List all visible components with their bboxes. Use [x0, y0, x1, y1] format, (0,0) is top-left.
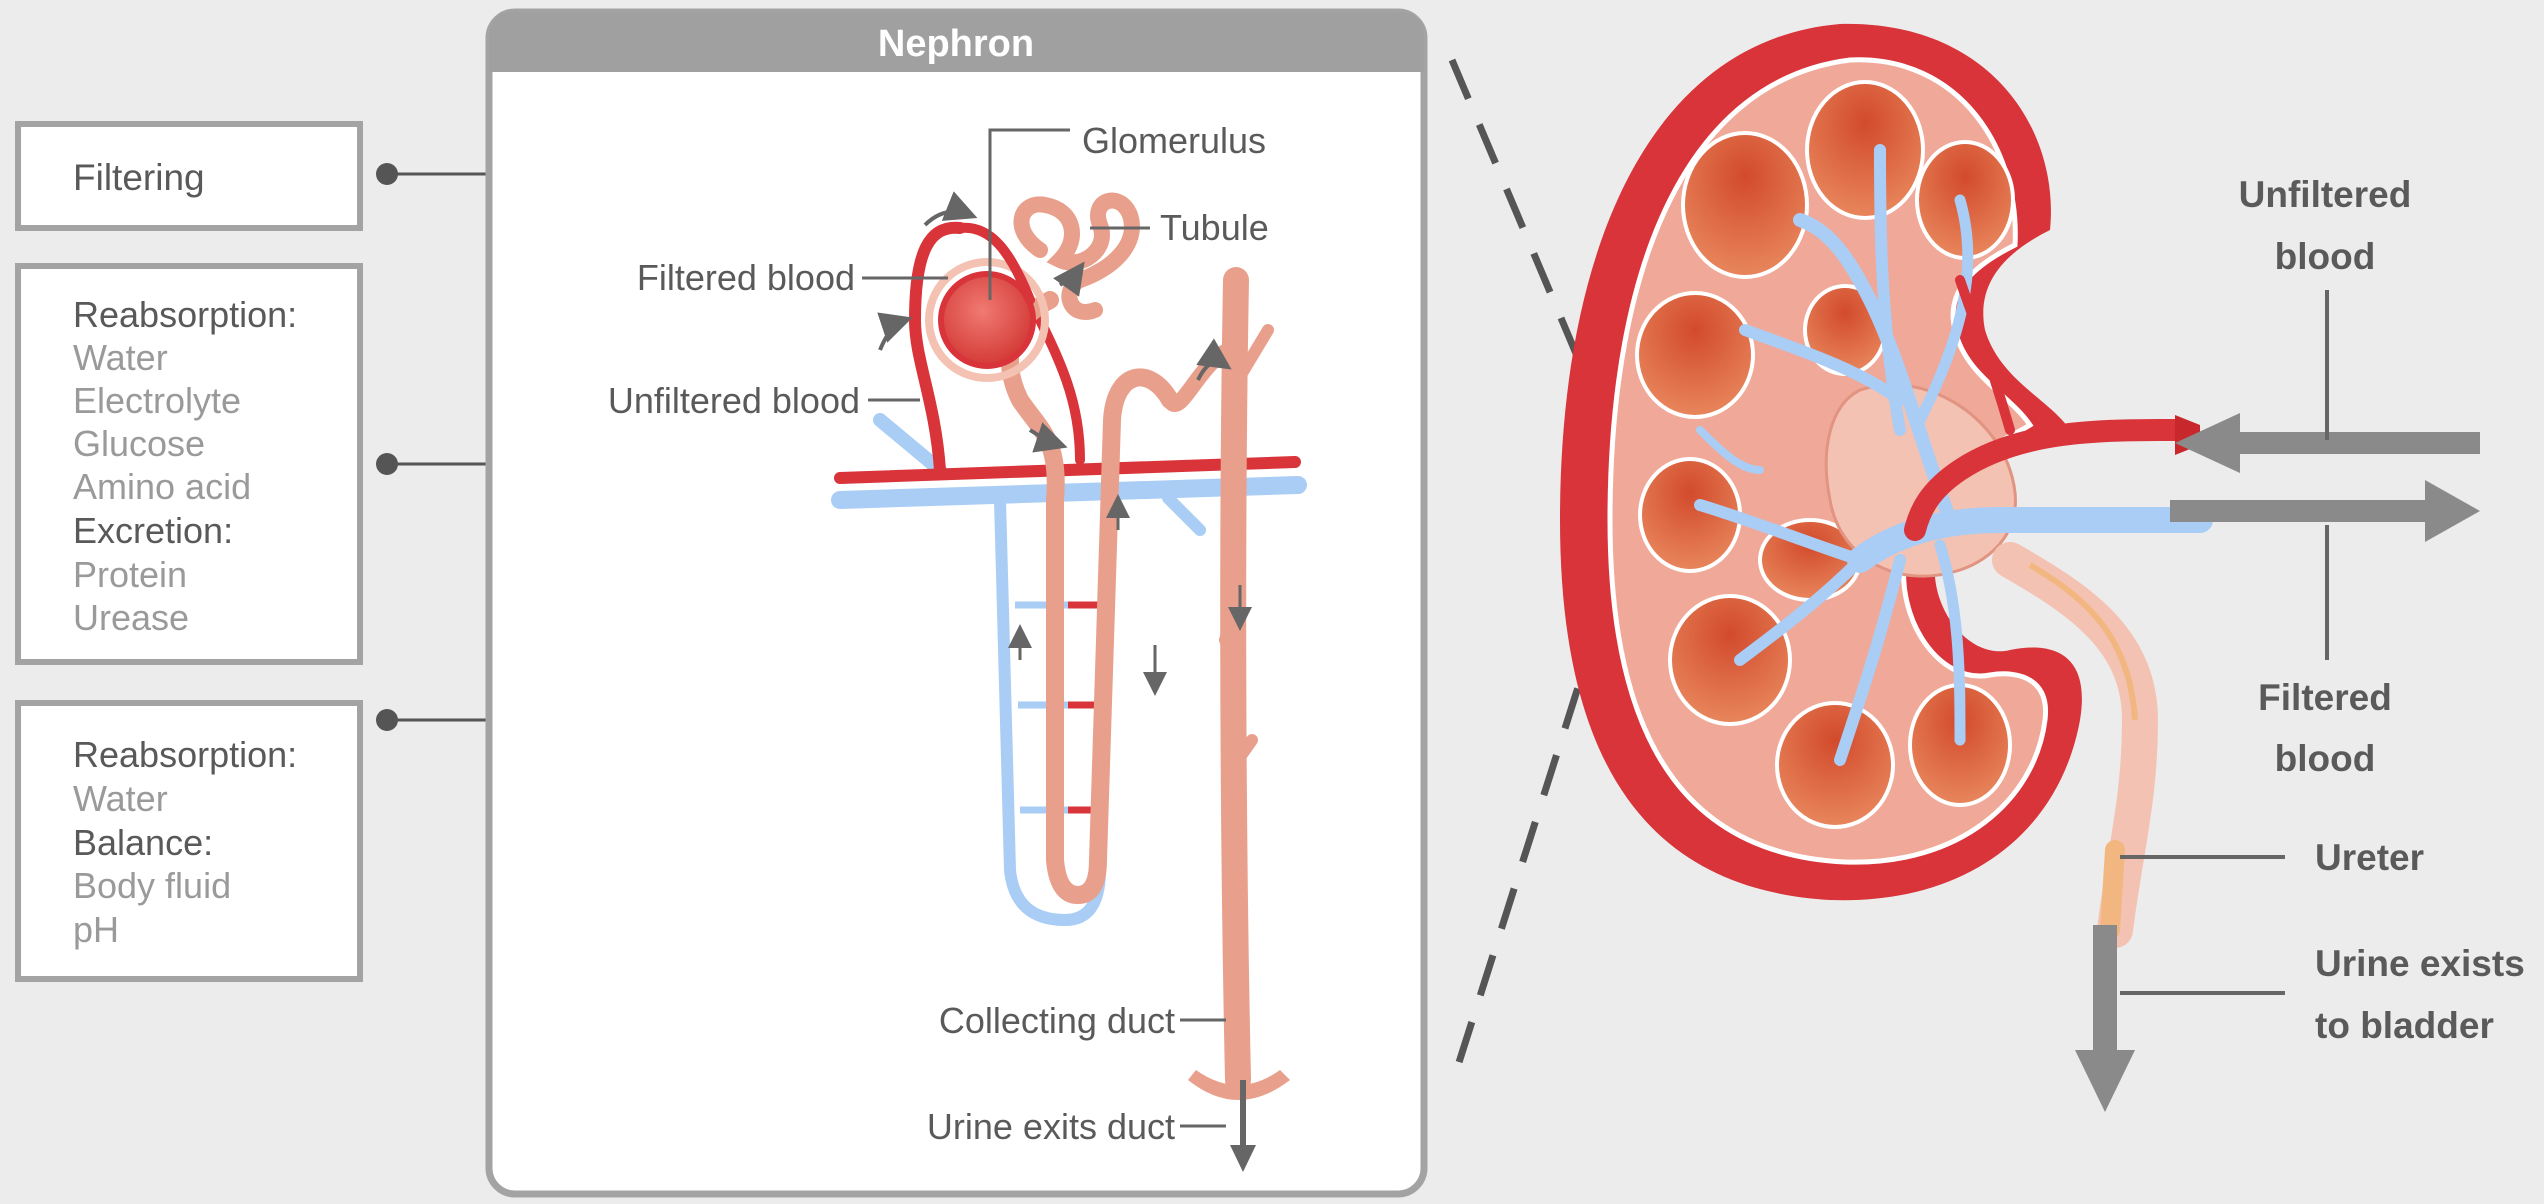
function-box-reabsorption-excretion: Reabsorption: Water Electrolyte Glucose …: [18, 266, 360, 662]
nephron-title: Nephron: [878, 23, 1034, 65]
box2-item-glucose: Glucose: [73, 423, 205, 464]
urine-to-bladder-arrow: [2075, 1050, 2135, 1112]
box2-item-amino-acid: Amino acid: [73, 466, 251, 507]
glomerulus-label: Glomerulus: [1082, 120, 1266, 161]
tubule-label: Tubule: [1160, 207, 1269, 248]
box2-item-water: Water: [73, 337, 168, 378]
box3-item-body-fluid: Body fluid: [73, 865, 231, 906]
balance-heading: Balance:: [73, 822, 213, 863]
kidney-filtered-label-2: blood: [2275, 738, 2376, 779]
kidney-filtered-label-1: Filtered: [2258, 677, 2392, 718]
urine-exists-label-2: to bladder: [2315, 1005, 2494, 1046]
ureter-label: Ureter: [2315, 837, 2424, 878]
filtered-blood-label: Filtered blood: [637, 257, 855, 298]
urine-exists-label-1: Urine exists: [2315, 943, 2525, 984]
reabsorption-heading-2: Reabsorption:: [73, 734, 297, 775]
reabsorption-heading: Reabsorption:: [73, 294, 297, 335]
kidney-unfiltered-label-1: Unfiltered: [2239, 174, 2412, 215]
kidney-unfiltered-label-2: blood: [2275, 236, 2376, 277]
box3-item-ph: pH: [73, 909, 119, 950]
box2-item-electrolyte: Electrolyte: [73, 380, 241, 421]
function-box-filtering: Filtering: [18, 124, 360, 228]
excretion-heading: Excretion:: [73, 510, 233, 551]
filtering-label: Filtering: [73, 157, 205, 198]
kidney-illustration: [1560, 24, 2200, 930]
box2-item-protein: Protein: [73, 554, 187, 595]
kidney-leader-lines: [2120, 290, 2327, 993]
urine-exits-duct-label: Urine exits duct: [927, 1106, 1175, 1147]
collecting-duct-label: Collecting duct: [939, 1000, 1175, 1041]
unfiltered-blood-label: Unfiltered blood: [608, 380, 860, 421]
box3-item-water: Water: [73, 778, 168, 819]
box2-item-urease: Urease: [73, 597, 189, 638]
function-box-reabsorption-balance: Reabsorption: Water Balance: Body fluid …: [18, 703, 360, 979]
filtered-blood-arrow: [2425, 480, 2480, 542]
